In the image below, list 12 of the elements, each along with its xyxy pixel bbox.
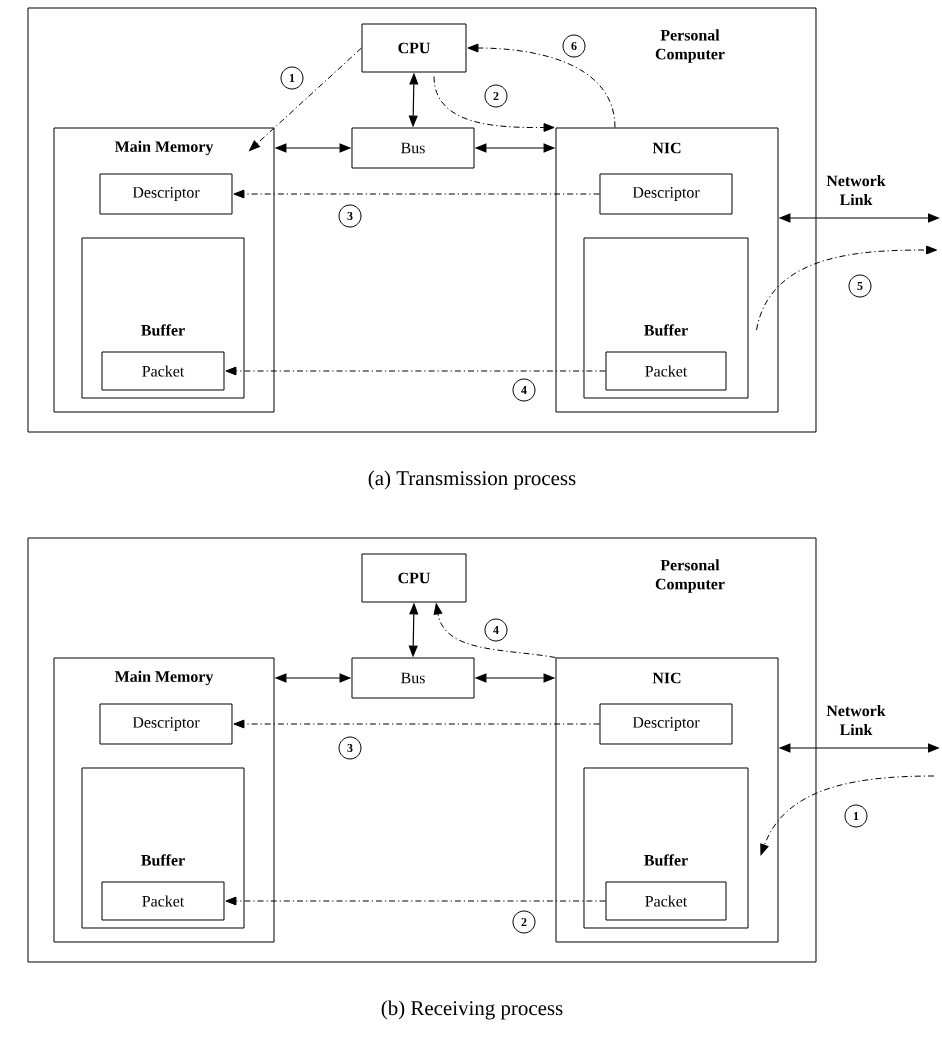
dashed-arrow [433,76,555,132]
caption: (a) Transmission process [368,470,576,490]
dashed-arrow [756,245,938,331]
dashed-arrow [233,719,600,729]
dashed-arrow [760,775,935,856]
dashed-arrow [249,47,362,152]
dashed-arrow [467,43,616,128]
dashed-arrow [225,366,606,376]
caption: (b) Receiving process [381,1000,563,1020]
dashed-arrow [433,603,556,658]
dashed-arrow [225,896,606,906]
dashed-arrow [233,189,600,199]
